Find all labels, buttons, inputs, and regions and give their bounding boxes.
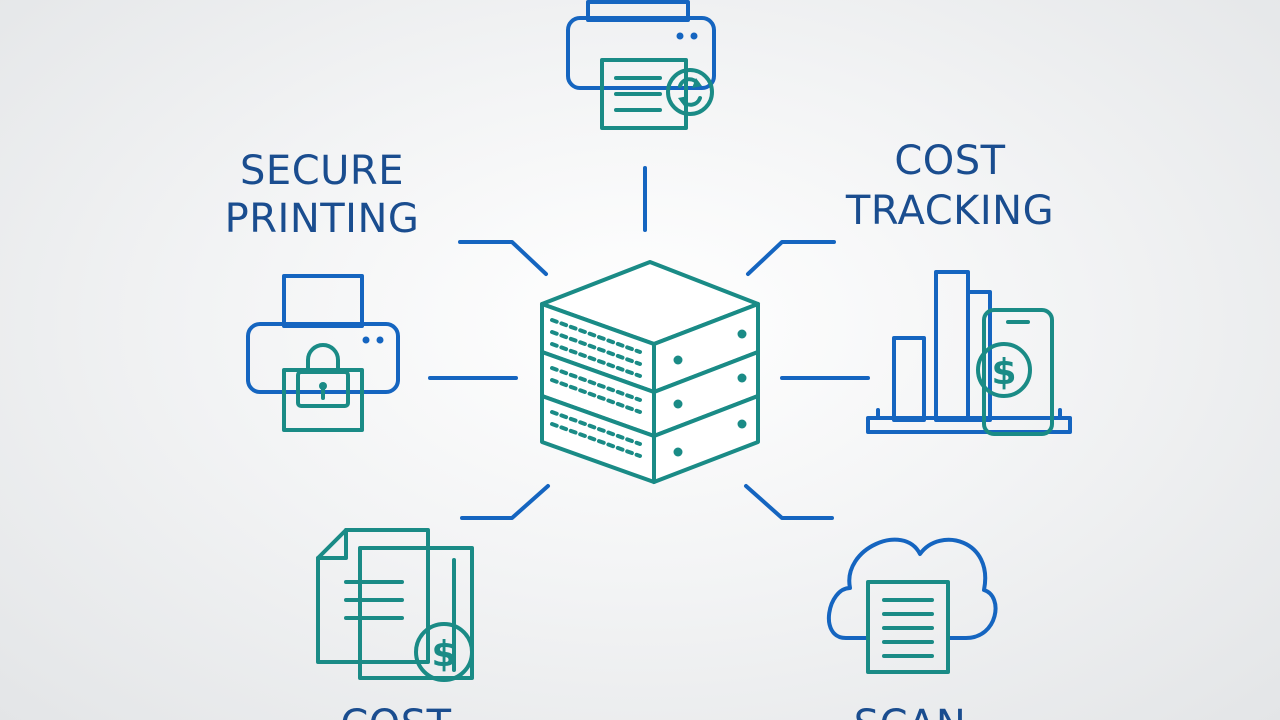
node-cost-tracking: COST TRACKING $ xyxy=(845,138,1072,436)
connector-secure-printing xyxy=(458,240,548,276)
cost-label: COST xyxy=(340,702,451,720)
scan-label: SCAN xyxy=(854,702,967,720)
secure-printing-label-line2: PRINTING xyxy=(225,196,420,242)
bar-chart-dollar-icon: $ xyxy=(866,270,1072,436)
connector-scan xyxy=(744,484,834,520)
node-cost: $ COST xyxy=(316,528,474,720)
cloud-document-icon xyxy=(826,537,998,674)
printer-lock-icon xyxy=(246,274,400,432)
connector-lines xyxy=(428,166,870,520)
connector-cost-tracking xyxy=(746,240,836,276)
secure-printing-label-line1: SECURE xyxy=(240,148,404,194)
dollar-sign-glyph: $ xyxy=(431,634,456,675)
dollar-sign-glyph: $ xyxy=(991,352,1016,393)
node-secure-printing: SECURE PRINTING xyxy=(225,148,420,432)
cost-tracking-label-line2: TRACKING xyxy=(845,188,1054,234)
documents-dollar-icon: $ xyxy=(316,528,474,682)
cost-tracking-label-line1: COST xyxy=(894,138,1005,184)
server-stack-icon xyxy=(540,260,760,484)
node-top xyxy=(566,0,716,130)
printer-recycle-icon xyxy=(566,0,716,130)
node-scan: SCAN xyxy=(826,537,998,720)
connector-cost xyxy=(460,484,550,520)
